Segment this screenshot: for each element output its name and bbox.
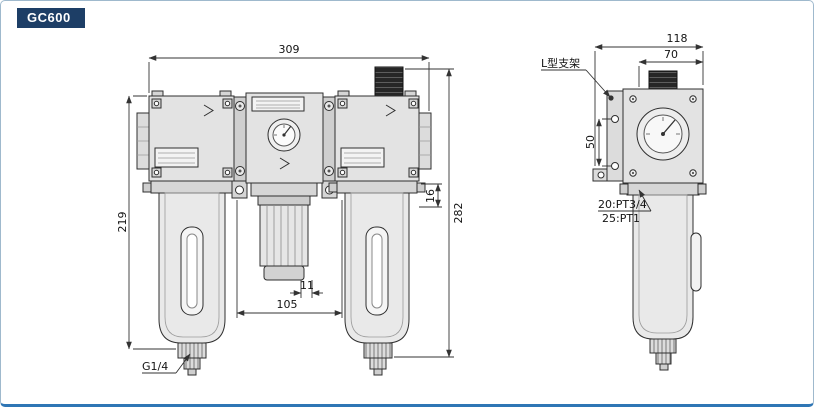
filter-nameplate (154, 147, 199, 168)
dimension-annotations: 309 219 282 16 11 (116, 32, 704, 374)
pressure-gauge-icon (267, 118, 301, 152)
label-port-spec-1: 20:PT3/4 (598, 198, 647, 211)
l-bracket (592, 90, 624, 182)
dim-height-left: 219 (116, 212, 129, 233)
lubricator-nameplate (340, 147, 385, 168)
side-bowl (619, 182, 707, 371)
flow-arrow-icon (203, 104, 214, 117)
inlet-port-flange (136, 112, 150, 170)
outlet-port-flange (418, 112, 432, 170)
sight-glass (690, 232, 702, 292)
drain-valve (177, 342, 207, 359)
flow-arrow-icon (385, 104, 396, 117)
gauge-dial-icon (636, 107, 690, 161)
filter-head (148, 90, 235, 182)
side-head (622, 70, 704, 184)
drain-valve (363, 342, 393, 359)
dim-bracket-span: 105 (277, 298, 298, 311)
dim-bracket-holes: 50 (584, 135, 597, 149)
fill-plug (648, 70, 678, 90)
filter-bowl (142, 180, 243, 376)
side-view-drawing (592, 70, 707, 371)
label-port-spec-2: 25:PT1 (602, 212, 640, 225)
lubricator-head (334, 66, 420, 182)
dim-offset-11: 11 (300, 279, 314, 292)
dim-height-right: 282 (452, 203, 465, 224)
front-view-drawing (136, 66, 432, 376)
left-clamp-bracket (231, 96, 248, 199)
label-bracket: L型支架 (541, 56, 580, 70)
model-badge: GC600 (17, 8, 85, 28)
regulator-nameplate (251, 96, 305, 112)
label-drain-port: G1/4 (142, 360, 168, 373)
regulator-head (245, 92, 324, 184)
regulator-knob (250, 182, 318, 281)
dim-depth-inner: 70 (664, 48, 678, 61)
dim-offset-16: 16 (424, 189, 437, 203)
drain-valve (649, 338, 677, 354)
fill-plug (374, 66, 404, 97)
lubricator-bowl (328, 180, 426, 376)
flow-arrow-icon (279, 157, 290, 170)
dim-depth: 118 (667, 32, 688, 45)
dim-overall-width: 309 (279, 43, 300, 56)
